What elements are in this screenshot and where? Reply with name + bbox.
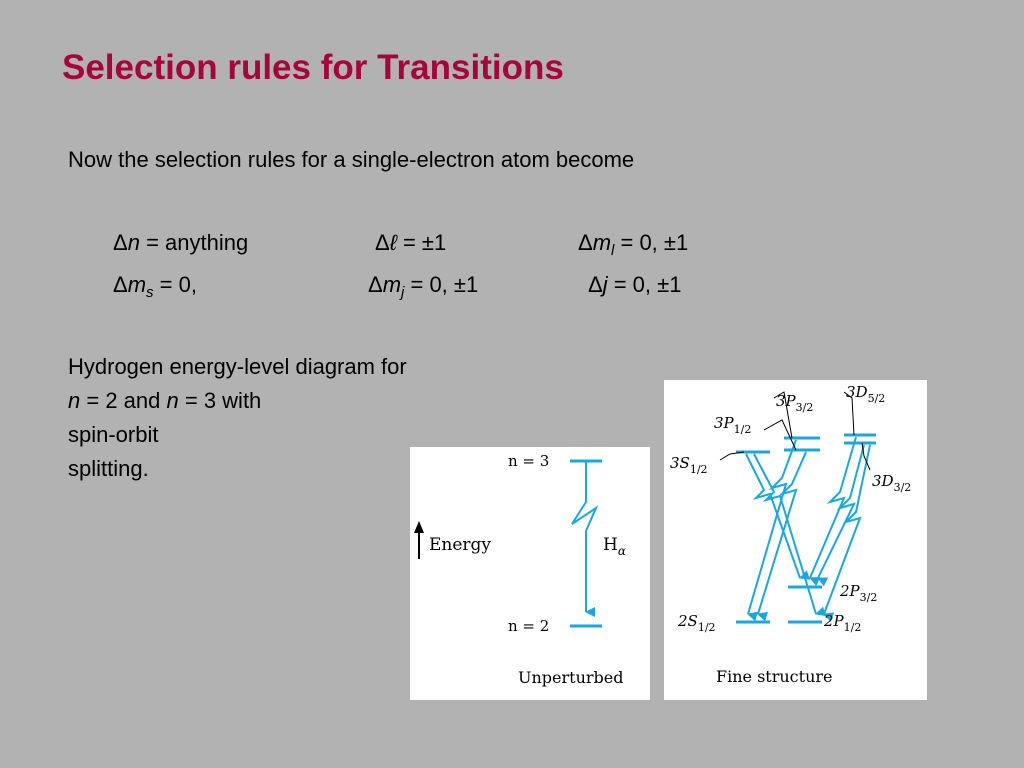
unperturbed-svg: n = 3 n = 2 Energy Hα Unperturbed: [414, 452, 626, 687]
label-2s12: 2S1/2: [677, 612, 716, 634]
label-3d32: 3D3/2: [872, 472, 911, 494]
transition-3d32-2p12: [823, 444, 871, 622]
intro-text: Now the selection rules for a single-ele…: [68, 147, 635, 172]
n2-label: n = 2: [508, 617, 549, 635]
caption-line-1: Hydrogen energy-level diagram for: [68, 354, 407, 379]
transition-3s-2p12: [753, 453, 827, 617]
unperturbed-diagram: n = 3 n = 2 Energy Hα Unperturbed: [410, 447, 650, 700]
fine-structure-svg: 3P3/2 3D5/2 3P1/2 3S1/2 3D3/2 2P3/2 2S1/…: [670, 383, 911, 686]
rule-delta-mj: Δmj = 0, ±1: [368, 272, 479, 301]
transition-3d32-2p32: [817, 444, 865, 587]
caption-line-2: n = 2 and n = 3 with: [68, 388, 262, 413]
h-alpha-label: Hα: [603, 535, 626, 558]
rule-delta-l: Δℓ = ±1: [375, 230, 447, 255]
label-3d52: 3D5/2: [846, 383, 885, 405]
fine-structure-diagram: 3P3/2 3D5/2 3P1/2 3S1/2 3D3/2 2P3/2 2S1/…: [664, 380, 927, 700]
energy-label: Energy: [429, 535, 491, 555]
leader-3d52: [843, 391, 855, 436]
label-2p12: 2P1/2: [823, 612, 861, 634]
caption-line-3: spin-orbit: [68, 422, 159, 447]
leader-3p32: [773, 391, 793, 439]
n3-label: n = 3: [508, 452, 549, 470]
leader-3d32: [861, 442, 871, 471]
transition-3p12-2s: [757, 451, 807, 622]
fine-structure-label: Fine structure: [716, 667, 832, 686]
slide-title: Selection rules for Transitions: [62, 48, 564, 87]
leader-3p12: [763, 419, 797, 451]
unperturbed-label: Unperturbed: [518, 668, 623, 687]
caption-line-4: splitting.: [68, 456, 149, 481]
rule-delta-ml: Δml = 0, ±1: [578, 230, 689, 259]
rule-delta-ms: Δms = 0,: [113, 272, 197, 301]
leader-3s12: [719, 451, 745, 461]
rule-delta-n: Δn = anything: [113, 230, 249, 255]
rule-delta-j: Δj = 0, ±1: [588, 272, 682, 297]
transition-3d52-2p32: [809, 436, 857, 587]
energy-arrow-head: [414, 521, 424, 533]
label-3s12: 3S1/2: [670, 454, 708, 476]
transition-3p32-2s: [747, 439, 797, 622]
label-3p32: 3P3/2: [776, 392, 813, 414]
h-alpha-arrow: [571, 462, 599, 617]
label-3p12: 3P1/2: [714, 414, 751, 436]
transition-3s-2p32: [745, 453, 811, 580]
label-2p32: 2P3/2: [839, 582, 877, 604]
